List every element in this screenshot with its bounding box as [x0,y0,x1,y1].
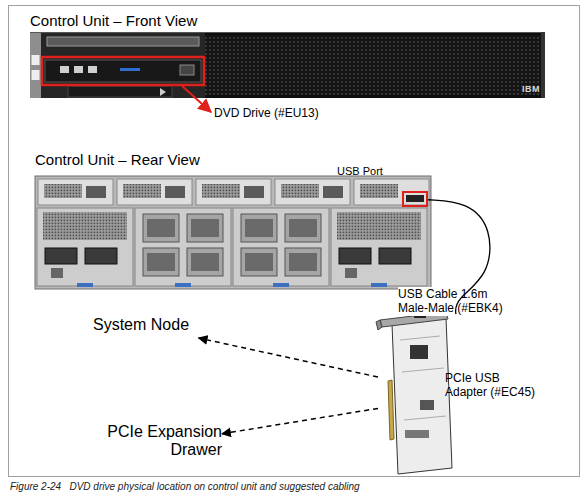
chassis-edge [30,32,545,33]
edge-connector [388,380,394,440]
connector-face [289,219,317,237]
connector-block [285,214,321,242]
node-text: USB Port [337,165,383,178]
connector-block [143,214,179,242]
slot-handle [323,186,343,198]
front-mesh [205,35,541,95]
slot-vent [360,184,398,198]
cable-port [85,248,117,264]
dvd-indicator [120,68,140,71]
connector-face [147,253,175,271]
slot-handle [165,186,185,198]
module-latch [371,283,387,287]
adapter-chip [405,430,429,438]
connector-face [245,253,273,271]
callout-arrow [182,86,211,112]
connector-face [289,253,317,271]
node-text: Control Unit – Rear View [35,151,200,168]
module-latch [77,283,93,287]
dvd-icon [88,66,97,73]
part-callout: DVD Drive (#EU13) [214,107,319,121]
network-port [51,268,63,278]
slot-vent [281,184,319,198]
connector-face [191,253,219,271]
logo-text: IBM [522,84,540,94]
figure-frame [9,6,580,477]
io-module [233,208,329,286]
control-panel [68,86,172,97]
adapter-chip [420,400,434,410]
rear-chassis [35,176,431,289]
device-label: System Node [93,316,203,338]
module-latch [273,283,289,287]
eject-button [180,65,194,75]
pcie-usb-adapter [376,312,452,474]
adapter-card: PCIe USB Adapter (#EC45) [378,314,543,476]
module-latch [175,283,191,287]
ear-tag [32,55,40,65]
chassis-view: Control Unit – Front View [30,12,546,100]
node-text: PCIe Expansion Drawer [96,423,222,460]
connector-block [187,214,223,242]
connector-block [241,248,277,276]
dvd-icon [60,66,69,73]
io-module [37,208,133,286]
cable-port [379,248,411,264]
module-vent [337,212,421,240]
connector-block [285,248,321,276]
module-vent [43,212,127,240]
slot-handle [244,186,264,198]
device-label: PCIe Expansion Drawer [96,423,222,465]
dashed-arrow [199,338,378,377]
dvd-drive [45,60,201,82]
node-text: PCIe USB Adapter (#EC45) [445,372,543,400]
adapter-board [392,318,452,474]
front-slot [47,37,199,46]
cable-port [45,248,77,264]
network-port [345,268,357,278]
pcie-slot [38,179,113,205]
node-text: System Node [93,316,203,334]
connector-block [241,214,277,242]
slot-vent [202,184,240,198]
cable-port [339,248,371,264]
io-module [331,208,427,286]
panel-button [160,88,166,96]
chassis-body [35,176,431,289]
pcie-slot [275,179,350,205]
front-bezel [30,32,205,98]
connector-face [147,219,175,237]
connector-block [187,248,223,276]
chassis-edge [541,32,545,98]
usb-port-highlight: USB Port [402,191,428,207]
edge-label: USB Cable 1.6m Male-Male (#EBK4) [398,287,510,316]
chassis-view: Control Unit – Rear ViewUSB Port [35,151,432,291]
ear-tag [32,70,40,80]
pcie-slot [117,179,192,205]
connector-block [143,248,179,276]
connector-face [245,219,273,237]
slot-vent [44,184,82,198]
front-chassis [30,32,545,112]
dvd-highlight [42,57,204,85]
io-module [135,208,231,286]
dvd-icon [74,66,83,73]
chassis-body [30,32,545,98]
dashed-arrow [222,408,378,433]
slot-handle [86,186,106,198]
connector-face [191,219,219,237]
rack-ear [30,32,41,98]
pcie-slot [196,179,271,205]
figure-caption: Figure 2-24 DVD drive physical location … [10,481,360,492]
adapter-chip [410,345,428,359]
board-trace [400,336,446,420]
node-text: Control Unit – Front View [30,12,197,29]
usb-port [406,195,424,202]
slot-vent [123,184,161,198]
bracket-tab [376,320,382,330]
